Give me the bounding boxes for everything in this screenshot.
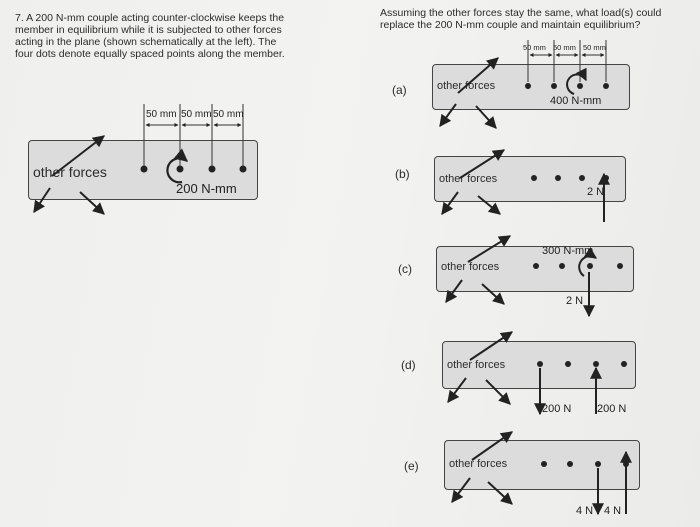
- member-label: other forces: [449, 458, 508, 470]
- option-letter-d: (d): [401, 358, 416, 372]
- load-label: 200 N: [597, 403, 626, 415]
- option-letter-c: (c): [398, 262, 412, 276]
- dimension-label: 50 mm: [553, 43, 576, 52]
- main-member-forces: [33, 135, 105, 215]
- option-e-forces: [451, 431, 513, 505]
- force-arrow: [79, 191, 105, 215]
- force-arrow: [51, 135, 105, 177]
- member-option-e: other forces: [444, 440, 640, 490]
- point-dot: [239, 165, 247, 173]
- couple-label: 200 N-mm: [176, 181, 237, 196]
- point-dot: [176, 165, 184, 173]
- load-label: 400 N-mm: [550, 95, 601, 107]
- dimension-label: 50 mm: [583, 43, 606, 52]
- load-label: 4 N: [576, 505, 593, 517]
- dimension-label: 50 mm: [146, 109, 177, 120]
- point-dot: [140, 165, 148, 173]
- member-label: other forces: [439, 173, 498, 185]
- load-label: 2 N: [587, 186, 604, 198]
- point-dot: [208, 165, 216, 173]
- option-a-forces: [439, 57, 499, 129]
- dimension-label: 50 mm: [523, 43, 546, 52]
- option-d-points: [537, 361, 627, 367]
- dimension-label: 50 mm: [181, 109, 212, 120]
- problem-line-1: 7. A 200 N-mm couple acting counter-cloc…: [15, 12, 285, 24]
- couple-arrow-icon: [166, 148, 189, 184]
- load-label: 300 N-mm: [542, 245, 593, 257]
- member-option-c: other forces: [436, 246, 634, 292]
- question-line-2: replace the 200 N-mm couple and maintain…: [380, 19, 641, 31]
- problem-line-4: four dots denote equally spaced points a…: [15, 48, 285, 60]
- option-b-points: [531, 175, 609, 181]
- force-arrow: [33, 187, 51, 213]
- load-label: 2 N: [566, 295, 583, 307]
- dimension-label: 50 mm: [213, 109, 244, 120]
- member-label: other forces: [447, 359, 506, 371]
- option-c-forces: [445, 235, 512, 305]
- option-e-points: [541, 461, 629, 467]
- load-label: 4 N: [604, 505, 621, 517]
- question-line-1: Assuming the other forces stay the same,…: [380, 7, 662, 19]
- problem-line-2: member in equilibrium while it is subjec…: [15, 24, 282, 36]
- main-member-points: [140, 165, 247, 173]
- member-option-b: other forces: [434, 156, 626, 202]
- option-letter-e: (e): [404, 459, 419, 473]
- option-letter-b: (b): [395, 167, 410, 181]
- option-d-forces: [447, 331, 513, 405]
- option-letter-a: (a): [392, 83, 407, 97]
- member-label: other forces: [441, 261, 500, 273]
- load-label: 200 N: [542, 403, 571, 415]
- option-c-points: [533, 263, 623, 269]
- option-b-forces: [441, 149, 506, 215]
- member-label: other forces: [33, 164, 107, 180]
- couple-arrow-icon: [578, 247, 597, 277]
- couple-arrow-icon: [566, 67, 587, 95]
- option-a-points: [525, 83, 609, 89]
- problem-line-3: acting in the plane (shown schematically…: [15, 36, 277, 48]
